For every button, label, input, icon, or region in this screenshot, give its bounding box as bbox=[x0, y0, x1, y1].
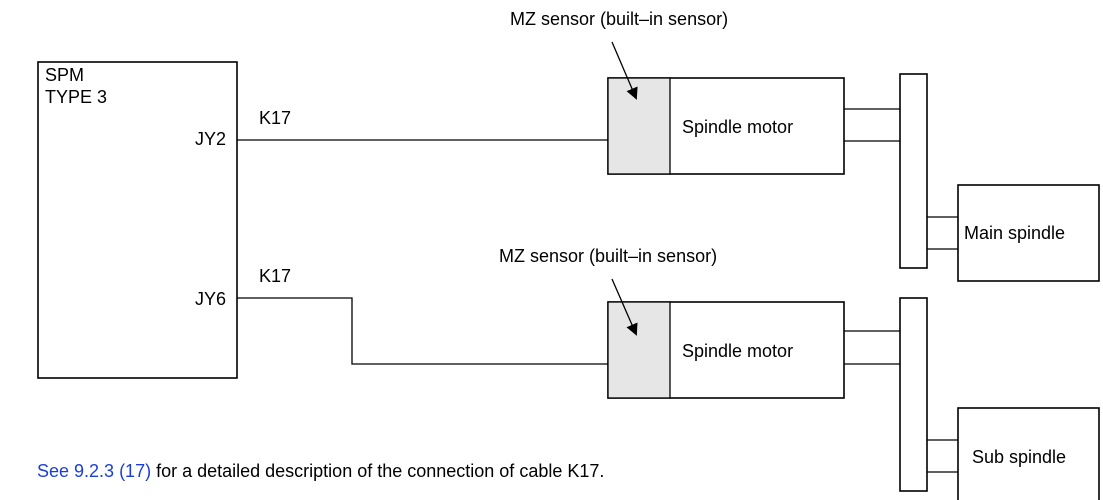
main-spindle-label: Main spindle bbox=[964, 223, 1065, 243]
mz-sensor-top bbox=[607, 77, 671, 175]
connector-jy6-label: JY6 bbox=[195, 289, 226, 309]
spm-title: SPM bbox=[45, 65, 84, 85]
sub-spindle-box bbox=[957, 407, 1100, 500]
footer-note-text: for a detailed description of the connec… bbox=[151, 461, 604, 481]
cable-k17-top-label: K17 bbox=[259, 108, 291, 128]
spm-unit-box bbox=[37, 61, 238, 379]
sub-spindle-label: Sub spindle bbox=[972, 447, 1066, 467]
cable-k17-bottom bbox=[237, 297, 608, 365]
mz-sensor-top-label: MZ sensor (built–in sensor) bbox=[510, 9, 728, 29]
cable-k17-bottom-label: K17 bbox=[259, 266, 291, 286]
spindle-motor-top-label: Spindle motor bbox=[682, 117, 793, 137]
mz-sensor-top-arrow bbox=[611, 41, 638, 100]
main-spindle-box bbox=[957, 184, 1100, 282]
coupling-bar-bottom bbox=[899, 297, 928, 492]
spm-type: TYPE 3 bbox=[45, 87, 107, 107]
spindle-motor-bottom-label: Spindle motor bbox=[682, 341, 793, 361]
cross-reference-link[interactable]: See 9.2.3 (17) bbox=[37, 461, 151, 481]
mz-sensor-bottom bbox=[607, 301, 671, 399]
coupling-bar-top bbox=[899, 73, 928, 269]
mz-sensor-bottom-label: MZ sensor (built–in sensor) bbox=[499, 246, 717, 266]
connector-jy2-label: JY2 bbox=[195, 129, 226, 149]
footer-note: See 9.2.3 (17) for a detailed descriptio… bbox=[37, 461, 604, 481]
mz-sensor-bottom-arrow bbox=[611, 278, 638, 336]
